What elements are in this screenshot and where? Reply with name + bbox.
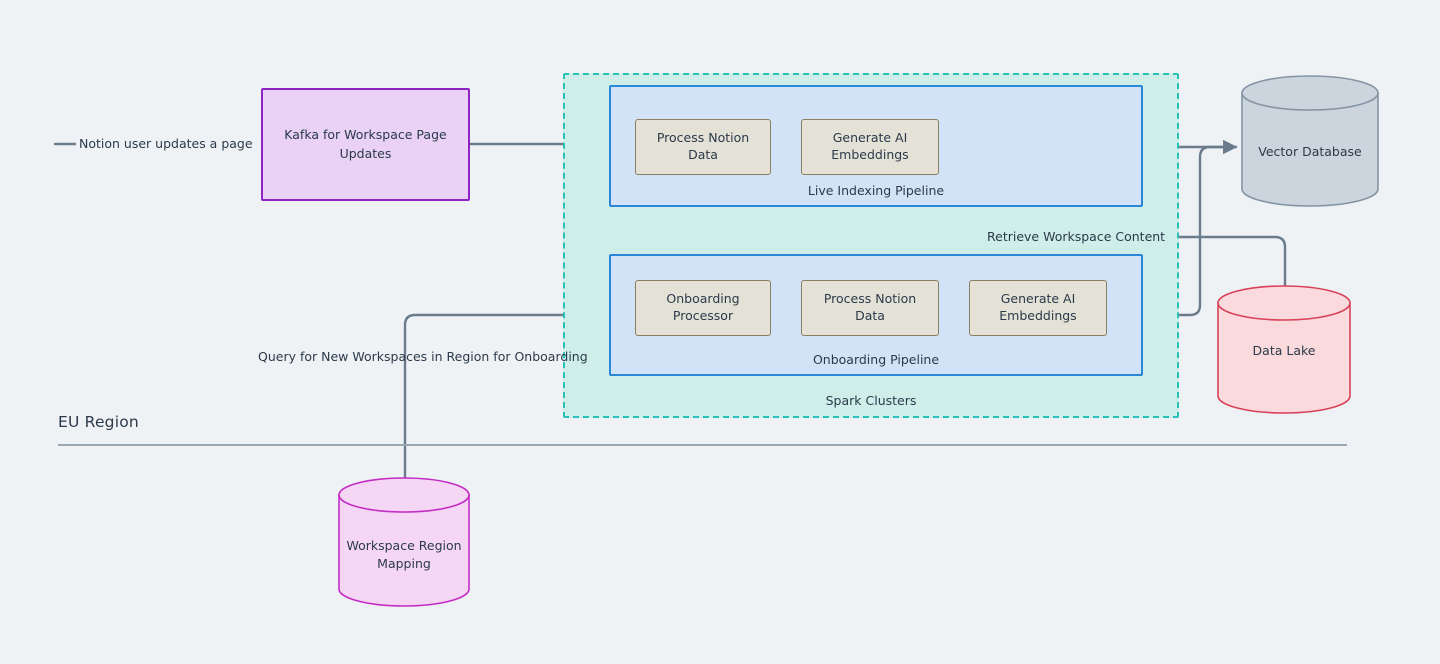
edge-label-retrieve-workspace-content: Retrieve Workspace Content (983, 229, 1170, 244)
onboarding-pipeline-label: Onboarding Pipeline (812, 352, 940, 367)
cylinder-shape-icon (1241, 75, 1379, 207)
task-generate-ai-embeddings-onboarding[interactable]: Generate AI Embeddings (969, 280, 1107, 336)
task-onboarding-processor[interactable]: Onboarding Processor (635, 280, 771, 336)
workspace-region-mapping-node[interactable]: Workspace Region Mapping (338, 477, 470, 607)
cylinder-shape-icon (338, 477, 470, 607)
kafka-node[interactable]: Kafka for Workspace Page Updates (261, 88, 470, 201)
edge-data-lake-riser (1165, 235, 1287, 287)
cylinder-shape-icon (1217, 285, 1351, 414)
region-divider (58, 444, 1347, 446)
spark-clusters-label: Spark Clusters (825, 393, 917, 408)
task-process-notion-data-live[interactable]: Process Notion Data (635, 119, 771, 175)
edge-label-notion-update: Notion user updates a page (76, 136, 256, 151)
region-label: EU Region (58, 413, 139, 431)
data-lake-node[interactable]: Data Lake (1217, 285, 1351, 414)
edge-label-query-new-workspaces: Query for New Workspaces in Region for O… (258, 349, 588, 364)
vector-database-node[interactable]: Vector Database (1241, 75, 1379, 207)
task-generate-ai-embeddings-live[interactable]: Generate AI Embeddings (801, 119, 939, 175)
task-process-notion-data-onboarding[interactable]: Process Notion Data (801, 280, 939, 336)
live-indexing-pipeline-label: Live Indexing Pipeline (807, 183, 945, 198)
